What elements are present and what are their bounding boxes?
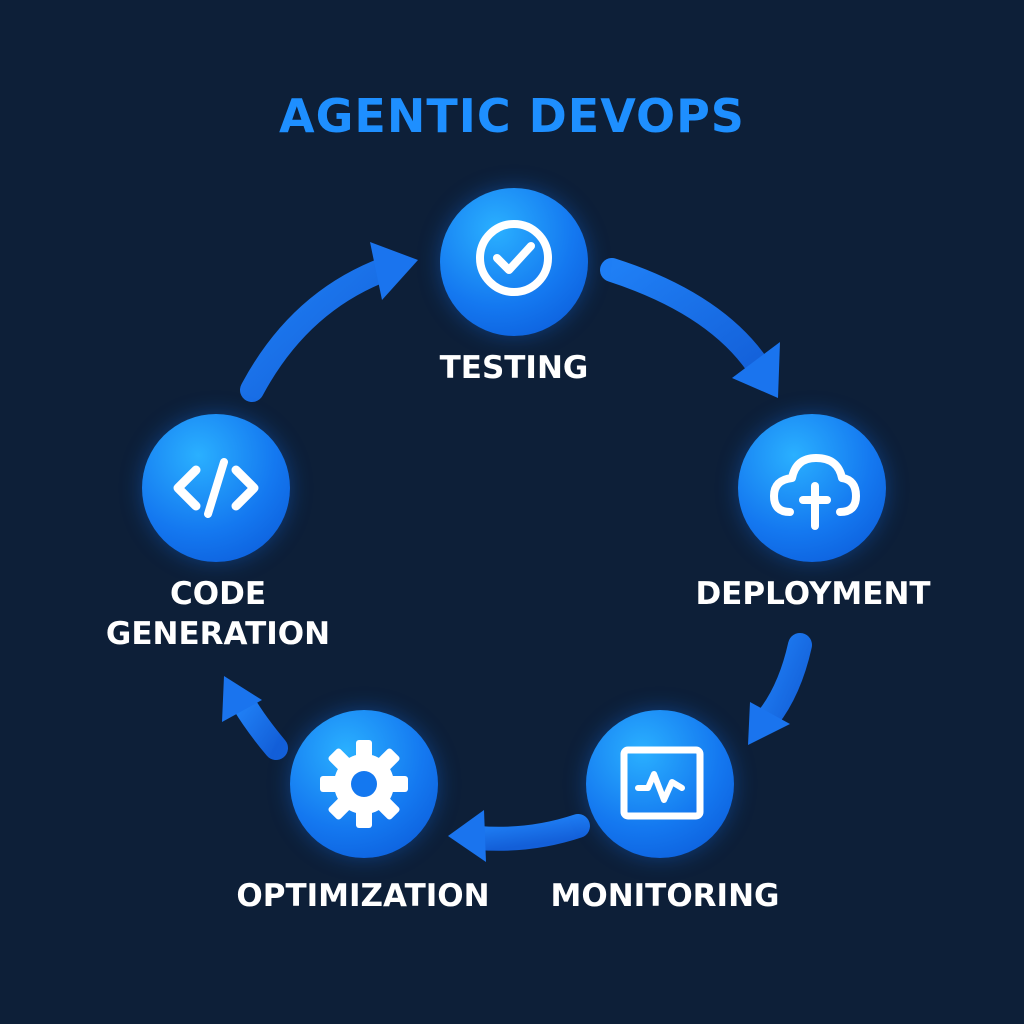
monitoring-node	[586, 710, 734, 858]
arrow-testing-to-deployment	[600, 258, 780, 398]
testing-node	[440, 188, 588, 336]
arrow-codegen-to-testing	[240, 242, 418, 402]
code-generation-node	[142, 414, 290, 562]
arrow-deployment-to-monitoring	[748, 633, 812, 745]
optimization-node	[290, 710, 438, 858]
monitor-pulse-icon	[620, 746, 704, 820]
code-brackets-icon	[173, 458, 259, 518]
deployment-label: DEPLOYMENT	[695, 576, 931, 612]
arrow-optimization-to-codegen	[222, 676, 288, 760]
diagram-title: AGENTIC DEVOPS	[279, 89, 745, 143]
cloud-upload-icon	[770, 454, 860, 530]
deployment-node	[738, 414, 886, 562]
code-generation-label-line1: CODE	[169, 576, 266, 612]
check-circle-icon	[476, 220, 552, 296]
code-generation-label-line2: GENERATION	[105, 616, 331, 652]
optimization-label: OPTIMIZATION	[236, 878, 490, 914]
testing-label: TESTING	[439, 350, 589, 386]
code-generation-label: CODE GENERATION	[88, 574, 348, 654]
monitoring-label: MONITORING	[550, 878, 780, 914]
gear-icon	[320, 740, 408, 828]
arrow-monitoring-to-optimization	[448, 810, 590, 862]
